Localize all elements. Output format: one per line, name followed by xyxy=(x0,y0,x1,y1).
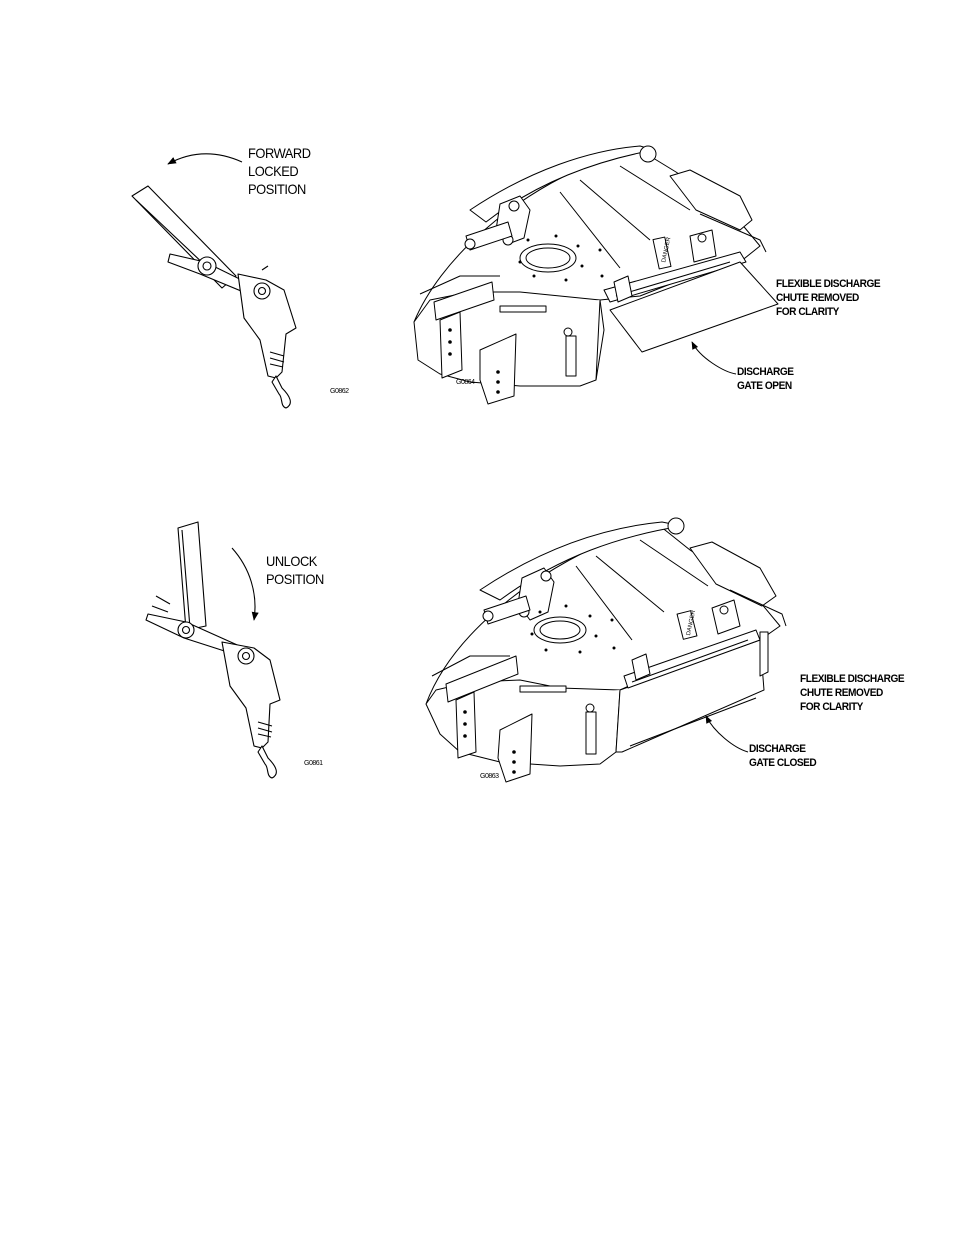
lever-locked-label-line: POSITION xyxy=(248,180,311,198)
gate-open-label: DISCHARGE GATE OPEN xyxy=(737,365,794,393)
lever-unlock-label-line: POSITION xyxy=(266,570,324,588)
lever-unlock-drawing xyxy=(146,522,280,778)
rotation-arrow-unlock xyxy=(232,548,255,620)
lever-unlock-label: UNLOCK POSITION xyxy=(266,552,324,588)
gate-open-label-line: DISCHARGE xyxy=(737,365,794,379)
deck-closed-note-line: FLEXIBLE DISCHARGE xyxy=(800,672,904,686)
deck-gate-closed-drawing xyxy=(426,518,786,782)
deck-closed-note-line: FOR CLARITY xyxy=(800,700,904,714)
rotation-arrow-forward xyxy=(168,154,242,164)
deck-closed-note-label: FLEXIBLE DISCHARGE CHUTE REMOVED FOR CLA… xyxy=(800,672,904,714)
deck-closed-note-line: CHUTE REMOVED xyxy=(800,686,904,700)
lever-locked-figure-code: G0862 xyxy=(330,388,349,396)
deck-open-note-line: FOR CLARITY xyxy=(776,305,880,319)
gate-open-label-line: GATE OPEN xyxy=(737,379,794,393)
deck-open-note-label: FLEXIBLE DISCHARGE CHUTE REMOVED FOR CLA… xyxy=(776,277,880,319)
gate-closed-label: DISCHARGE GATE CLOSED xyxy=(749,742,816,770)
deck-open-figure-code: G0864 xyxy=(456,379,475,387)
lever-locked-label: FORWARD LOCKED POSITION xyxy=(248,144,311,198)
gate-closed-label-line: DISCHARGE xyxy=(749,742,816,756)
gate-closed-label-line: GATE CLOSED xyxy=(749,756,816,770)
lever-unlock-figure-code: G0861 xyxy=(304,760,323,768)
deck-open-note-line: FLEXIBLE DISCHARGE xyxy=(776,277,880,291)
deck-closed-figure-code: G0863 xyxy=(480,773,499,781)
lever-unlock-label-line: UNLOCK xyxy=(266,552,324,570)
deck-gate-open-drawing xyxy=(414,146,778,404)
deck-open-note-line: CHUTE REMOVED xyxy=(776,291,880,305)
lever-locked-label-line: LOCKED xyxy=(248,162,311,180)
lever-locked-label-line: FORWARD xyxy=(248,144,311,162)
